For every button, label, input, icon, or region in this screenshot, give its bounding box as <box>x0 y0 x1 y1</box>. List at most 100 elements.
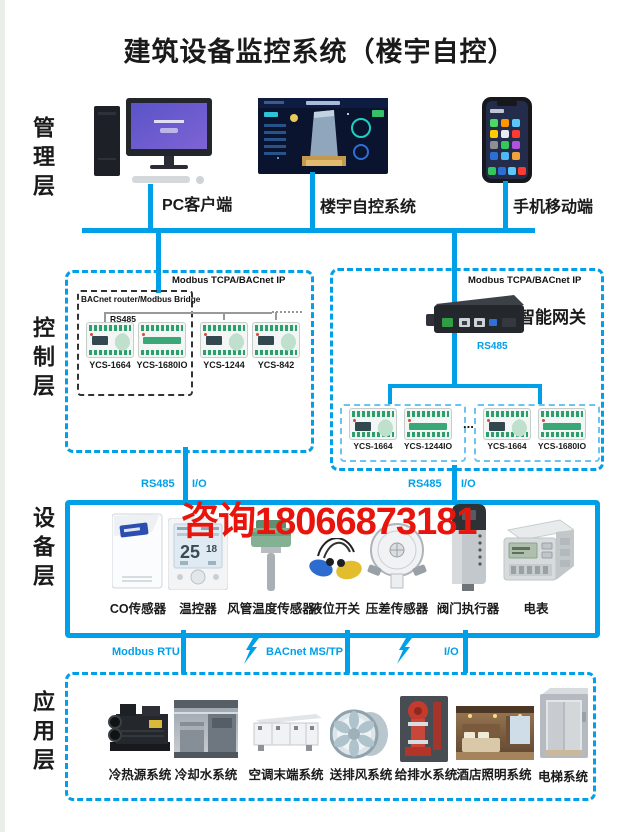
application-label: 酒店照明系统 <box>456 768 532 782</box>
valve-actuator-image <box>448 504 490 592</box>
lightning-icon <box>243 638 259 664</box>
cooling-water-image <box>174 700 238 758</box>
pressure-sensor-image <box>366 522 428 590</box>
connector-dashboard <box>310 172 315 230</box>
drop-left-control <box>156 233 161 293</box>
controller-label: YCS-1244 <box>203 360 245 370</box>
controller-ycs1664-image <box>349 408 397 440</box>
controller-label: YCS-1664 <box>89 360 131 370</box>
layer-label-control: 控制层 <box>30 316 55 403</box>
application-label: 冷却水系统 <box>174 768 238 782</box>
controller-label: YCS-1244IO <box>403 441 453 451</box>
groups-ellipsis: ... <box>463 416 474 431</box>
thermostat-temp-big: 25 <box>180 542 200 562</box>
bacnet-bridge-box <box>77 290 193 396</box>
electric-meter-image <box>498 518 574 584</box>
mobile-phone-image <box>482 97 532 183</box>
left-rs485-label: RS485 <box>110 314 136 324</box>
elevator-image <box>538 688 590 760</box>
right-link-io: I/O <box>461 478 476 490</box>
controller-ycs1680io-image <box>138 322 186 358</box>
smart-gateway-image <box>426 292 524 338</box>
management-bus <box>82 228 535 233</box>
application-label: 电梯系统 <box>537 770 588 784</box>
connector-phone <box>503 181 508 230</box>
level-switch-image <box>306 538 364 584</box>
ahu-image <box>250 712 322 752</box>
rs485-tick-3 <box>275 312 277 320</box>
mobile-label: 手机移动端 <box>513 199 594 216</box>
pc-client-image <box>94 98 216 186</box>
link-label-io: I/O <box>444 646 459 658</box>
gateway-rs485-label: RS485 <box>477 341 508 352</box>
device-label: 液位开关 <box>309 602 360 616</box>
chiller-image <box>108 700 172 756</box>
application-label: 空调末端系统 <box>248 768 324 782</box>
controller-ycs1664-image <box>86 322 134 358</box>
page-edge-strip <box>0 0 5 832</box>
controller-ycs1680io-image <box>538 408 586 440</box>
device-label: CO传感器 <box>109 602 167 616</box>
rs485-tick-2 <box>223 312 225 320</box>
device-label: 压差传感器 <box>365 602 429 616</box>
controller-label: YCS-1664 <box>487 441 527 451</box>
controller-group-box-1 <box>340 404 466 462</box>
thermostat-image: 25 18 <box>168 518 228 590</box>
right-device-drop <box>452 465 457 500</box>
application-layer-box <box>65 672 596 801</box>
controller-label: YCS-1680IO <box>136 360 188 370</box>
left-protocol-label: Modbus TCPA/BACnet IP <box>172 275 286 286</box>
layer-label-management: 管理层 <box>30 116 55 203</box>
right-link-rs485: RS485 <box>408 478 442 490</box>
link-line-bacnet <box>345 630 350 673</box>
right-protocol-label: Modbus TCPA/BACnet IP <box>468 275 582 286</box>
link-label-modbus-rtu: Modbus RTU <box>112 646 180 658</box>
device-layer-box <box>65 500 600 638</box>
right-dist-line <box>388 384 542 388</box>
left-link-io: I/O <box>192 478 207 490</box>
control-right-box <box>330 268 604 471</box>
controller-label: YCS-1664 <box>353 441 393 451</box>
connector-pc <box>148 184 153 230</box>
application-label: 冷热源系统 <box>108 768 172 782</box>
rs485-bus-line-dotted <box>272 311 302 313</box>
bas-system-label: 楼宇自控系统 <box>320 199 417 216</box>
left-link-rs485: RS485 <box>141 478 175 490</box>
bacnet-bridge-label: BACnet router/Modbus Bridge <box>81 294 201 304</box>
co-sensor-image <box>112 512 164 590</box>
device-label: 电表 <box>523 602 549 616</box>
link-label-bacnet: BACnet MS/TP <box>266 646 343 658</box>
smart-gateway-label: 智能网关 <box>518 308 586 327</box>
controller-label: YCS-1680IO <box>537 441 587 451</box>
application-label: 送排风系统 <box>329 768 393 782</box>
layer-label-application: 应用层 <box>30 690 55 777</box>
device-label: 风管温度传感器 <box>227 602 315 616</box>
rs485-bus-line <box>104 312 272 314</box>
controller-ycs842-image <box>252 322 300 358</box>
bas-dashboard-image <box>258 98 388 174</box>
link-line-io <box>463 630 468 673</box>
pc-client-label: PC客户端 <box>162 197 233 214</box>
controller-group-box-2 <box>474 404 600 462</box>
application-label: 给排水系统 <box>394 768 458 782</box>
water-pump-image <box>400 696 448 762</box>
watermark-text: 咨询18066873181 <box>181 501 477 543</box>
device-label: 温控器 <box>179 602 217 616</box>
hotel-room-image <box>456 706 534 760</box>
controller-ycs1244io-image <box>404 408 452 440</box>
layer-label-device: 设备层 <box>30 506 55 593</box>
page-title: 建筑设备监控系统（楼宇自控） <box>123 37 516 67</box>
fan-image <box>330 708 390 760</box>
duct-temp-sensor-image <box>248 520 294 592</box>
right-dist-drop-2 <box>538 384 542 404</box>
link-line-modbus-rtu <box>181 630 186 673</box>
device-label: 阀门执行器 <box>436 602 500 616</box>
controller-ycs1244-image <box>200 322 248 358</box>
control-left-box <box>65 270 314 453</box>
controller-label: YCS-842 <box>257 360 295 370</box>
left-device-drop <box>183 447 188 500</box>
rs485-tick-1 <box>104 312 106 322</box>
controller-ycs1664-image <box>483 408 531 440</box>
right-dist-drop-1 <box>388 384 392 404</box>
